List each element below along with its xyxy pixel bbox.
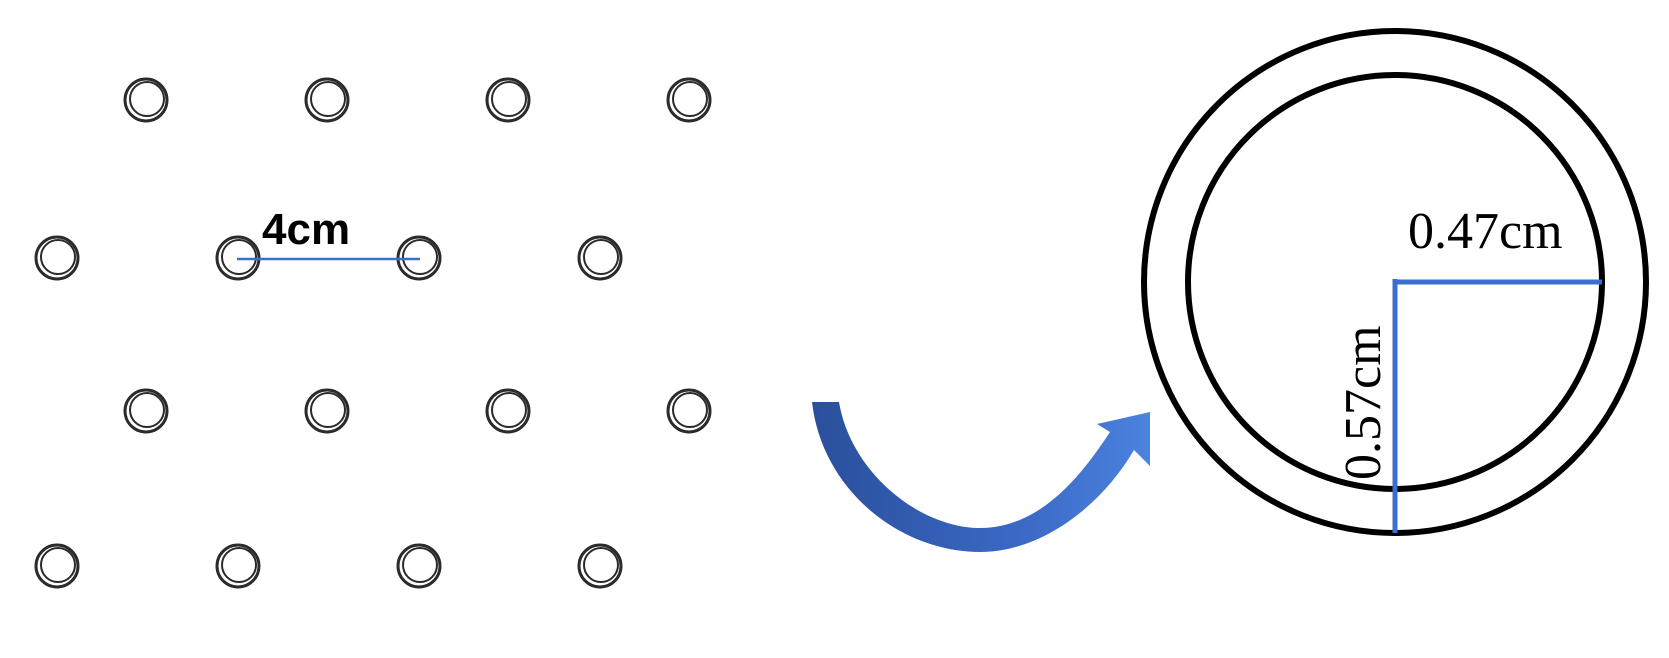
hole-circle [123,77,169,123]
hole-inner-edge [491,81,527,117]
spacing-label: 4cm [262,205,350,254]
hole-outer-edge [666,77,712,123]
hole-inner-edge [221,547,257,583]
hole-inner-edge [491,392,527,428]
hole-circle [666,77,712,123]
hole-inner-edge [402,547,438,583]
hole-circle [485,77,531,123]
hole-outer-edge [577,235,623,281]
hole-outer-edge [485,77,531,123]
hole-inner-edge [672,81,708,117]
hole-inner-edge [221,239,257,275]
hole-circle [34,543,80,589]
hole-circle [396,543,442,589]
hole-inner-edge [129,392,165,428]
hole-inner-edge [310,81,346,117]
hole-outer-edge [123,77,169,123]
hole-circle [123,388,169,434]
hole-outer-edge [215,543,261,589]
hole-outer-edge [123,388,169,434]
hole-inner-edge [40,547,76,583]
hole-inner-edge [672,392,708,428]
hole-inner-edge [310,392,346,428]
hole-circle [304,388,350,434]
inner-radius-label: 0.47cm [1408,203,1563,260]
hole-outer-edge [304,77,350,123]
hole-circle [215,543,261,589]
hole-outer-edge [577,543,623,589]
hole-outer-edge [396,543,442,589]
hole-inner-edge [40,239,76,275]
curved-arrow-icon [812,402,1150,552]
hole-inner-edge [402,239,438,275]
hole-inner-edge [583,547,619,583]
outer-radius-label: 0.57cm [1335,325,1392,480]
hole-outer-edge [485,388,531,434]
hole-inner-edge [129,81,165,117]
hole-pattern [34,77,712,589]
hole-circle [577,235,623,281]
hole-circle [485,388,531,434]
hole-inner-edge [583,239,619,275]
hole-circle [666,388,712,434]
hole-outer-edge [34,543,80,589]
hole-outer-edge [666,388,712,434]
hole-outer-edge [304,388,350,434]
hole-circle [34,235,80,281]
hole-outer-edge [34,235,80,281]
hole-circle [577,543,623,589]
hole-circle [304,77,350,123]
